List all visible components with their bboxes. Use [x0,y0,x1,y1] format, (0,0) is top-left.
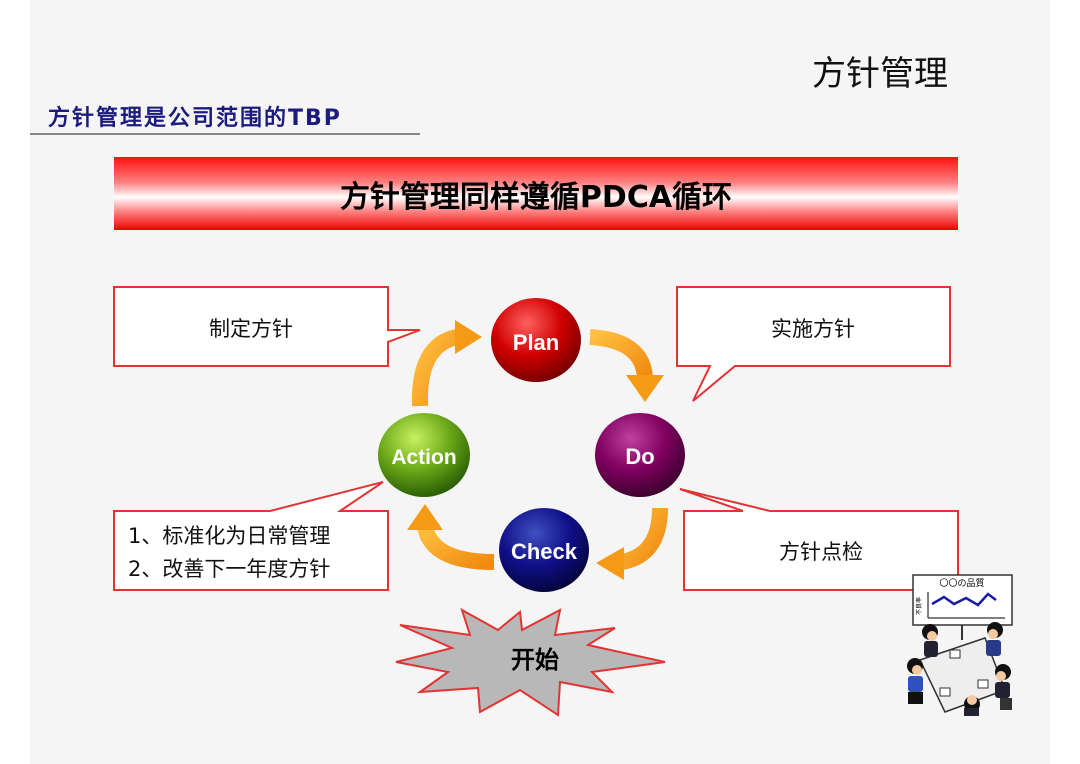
check-node: Check [499,508,589,592]
banner: 方针管理同样遵循PDCA循环 [114,157,958,230]
callout-check-text: 方针点检 [779,540,863,564]
action-node: Action [378,413,470,497]
board-axis-label: 不良率 [915,597,923,615]
callout-do-text: 实施方针 [771,317,855,341]
cycle-arrow-action-to-plan [411,320,482,407]
plan-node: Plan [491,298,581,382]
callout-plan-text: 制定方针 [209,317,293,341]
board-title: 〇〇の品質 [939,577,984,589]
plan-label: Plan [513,330,559,355]
action-label: Action [391,446,456,469]
callout-plan: 制定方针 [113,286,421,367]
subtitle-underline [30,133,420,135]
check-label: Check [511,539,578,564]
cycle-arrow-plan-to-do [589,329,664,402]
do-label: Do [625,444,654,469]
callout-do: 实施方针 [676,286,951,402]
callout-check: 方针点检 [679,488,959,591]
callout-action: 1、标准化为日常管理 2、改善下一年度方针 [113,481,389,591]
cycle-arrow-do-to-check [596,507,668,580]
page-title: 方针管理 [812,54,948,94]
start-label: 开始 [511,646,559,674]
banner-text: 方针管理同样遵循PDCA循环 [339,179,733,215]
start-burst: 开始 [395,607,666,717]
callout-action-line2: 2、改善下一年度方针 [128,557,330,581]
do-node: Do [595,413,685,497]
cycle-arrow-check-to-action [407,504,495,570]
slide-subtitle: 方针管理是公司范围的TBP [48,106,342,131]
meeting-illustration: 〇〇の品質 不良率 [907,574,1013,716]
callout-action-line1: 1、标准化为日常管理 [128,524,330,548]
board-trend-line [931,592,997,607]
